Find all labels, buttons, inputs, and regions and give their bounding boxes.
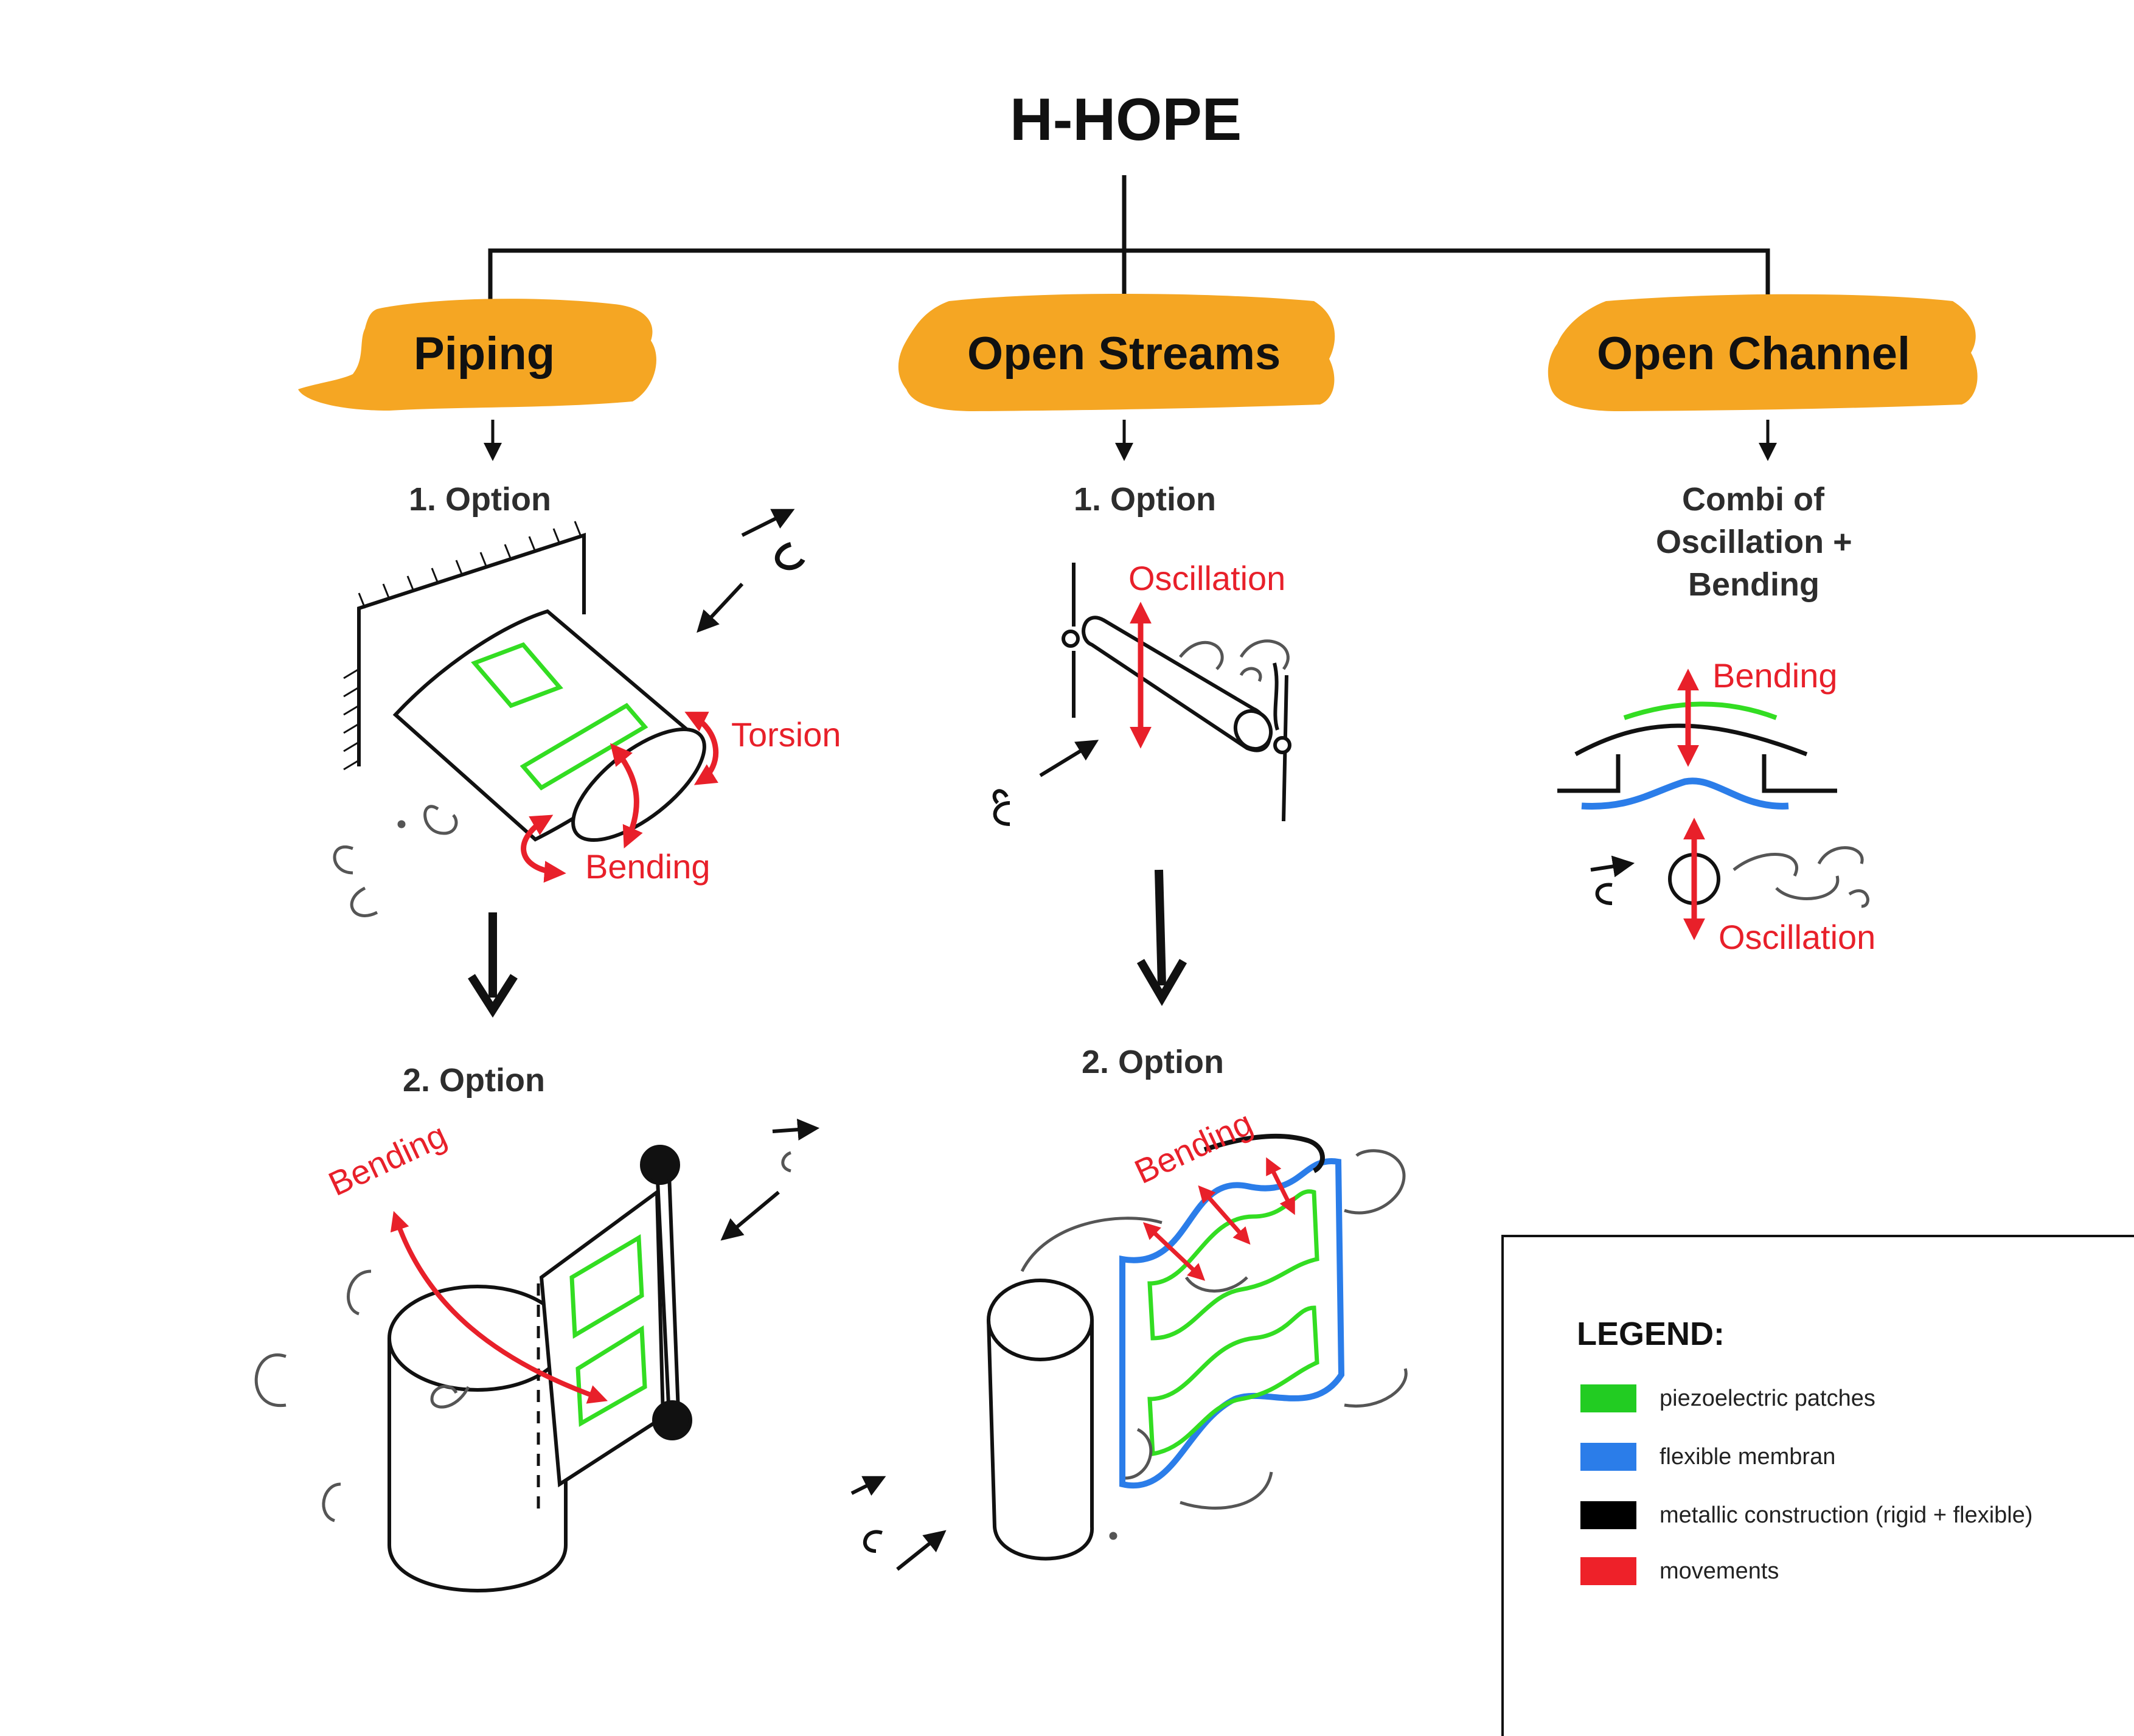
flow-arrows-3 (992, 740, 1099, 826)
category-open-streams: Open Streams (967, 328, 1281, 380)
flap-plate (539, 1145, 692, 1488)
open-streams-highlight (898, 293, 1335, 411)
fixed-wall (343, 521, 586, 771)
flow-arrows (697, 509, 805, 633)
legend-item-movements: movements (1660, 1558, 1779, 1584)
vortex-swirls-4 (1020, 1149, 1408, 1540)
piping1-movement-arrows (521, 712, 719, 883)
piezo-patches (471, 642, 648, 791)
open-channel-highlight (1548, 294, 1978, 411)
legend-item-membrane: flexible membran (1660, 1444, 1836, 1470)
vortex-swirls-5 (1733, 846, 1869, 908)
label-bending-piping1: Bending (585, 847, 711, 886)
streams-option2-drawing (850, 1133, 1408, 1571)
channel-option-line3: Bending (1688, 566, 1819, 603)
piping-big-arrow (468, 912, 518, 1018)
channel-membrane (1581, 777, 1789, 810)
cylinder-2 (987, 1279, 1094, 1561)
label-oscillation-channel: Oscillation (1719, 918, 1876, 956)
top-edge (1203, 1133, 1325, 1173)
flow-arrows-2 (720, 1119, 820, 1241)
tree-connectors (488, 175, 1770, 304)
channel-option-line2: Oscillation + (1656, 524, 1852, 560)
vortex-swirls-2 (254, 1151, 792, 1522)
piping-highlight (298, 299, 656, 411)
label-torsion: Torsion (731, 715, 841, 754)
streams-option-2-label: 2. Option (1082, 1044, 1224, 1080)
vortex-swirls (333, 805, 458, 917)
legend-item-piezo: piezoelectric patches (1660, 1386, 1875, 1411)
flow-arrows-4 (850, 1476, 947, 1571)
category-arrows (484, 420, 1777, 461)
flexible-membrane (1119, 1158, 1345, 1489)
flow-arrows-5 (1590, 855, 1635, 905)
page-title: H-HOPE (1010, 86, 1242, 153)
legend-swatch-construction (1580, 1501, 1636, 1529)
bending-arrows-streams2 (1142, 1157, 1295, 1281)
piping-option-1-label: 1. Option (409, 481, 551, 518)
streams-option-1-label: 1. Option (1074, 481, 1216, 518)
streams-option1-drawing (992, 563, 1291, 826)
piezo-strip (1623, 701, 1778, 720)
piping-option1-drawing (333, 509, 805, 917)
oscillating-cylinder (1082, 616, 1273, 752)
legend-box (1501, 1235, 2134, 1736)
channel-option-line1: Combi of (1682, 481, 1824, 518)
piping-option-2-label: 2. Option (403, 1062, 545, 1099)
wing-body (392, 609, 706, 842)
pivot-posts (1062, 563, 1291, 822)
channel-drawing (1557, 668, 1869, 940)
legend-swatch-membrane (1580, 1443, 1636, 1471)
piping-option2-drawing (254, 1119, 820, 1592)
streams-big-arrow (1136, 869, 1187, 1006)
category-open-channel: Open Channel (1597, 328, 1911, 380)
category-highlights (298, 293, 1978, 411)
category-piping: Piping (414, 328, 555, 380)
label-bending-channel: Bending (1712, 656, 1838, 695)
legend-swatch-piezo (1580, 1384, 1636, 1412)
vortex-swirls-3 (1179, 639, 1290, 682)
label-oscillation-streams: Oscillation (1128, 559, 1286, 597)
legend-title: LEGEND: (1577, 1316, 1725, 1352)
bending-arrow-piping2 (390, 1210, 608, 1404)
legend-swatch-movements (1580, 1557, 1636, 1585)
legend-item-construction: metallic construction (rigid + flexible) (1660, 1502, 2033, 1528)
